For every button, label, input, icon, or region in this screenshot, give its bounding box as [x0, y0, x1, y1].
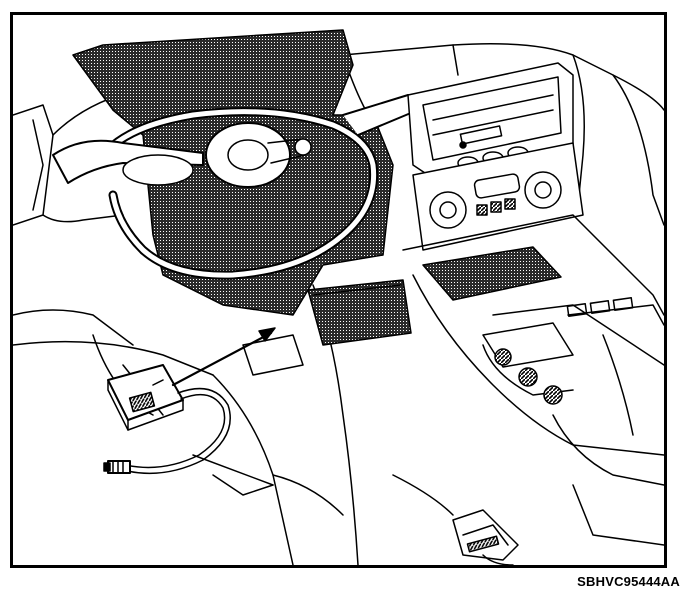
steering-wheel: [52, 94, 421, 280]
connector-plug-icon: [103, 460, 131, 474]
center-console: [312, 214, 664, 565]
floor-carpet: [13, 334, 664, 565]
figure-code: SBHVC95444AA: [577, 574, 680, 589]
radio-head-unit: [407, 62, 574, 176]
climate-control-panel: [412, 142, 584, 251]
dashboard-illustration: [13, 29, 664, 565]
knee-bolster: [242, 279, 412, 376]
arrow-icon: [171, 327, 276, 387]
component-module: [107, 364, 184, 431]
wiring-harness: [122, 387, 231, 475]
diagram-frame: [10, 12, 667, 568]
